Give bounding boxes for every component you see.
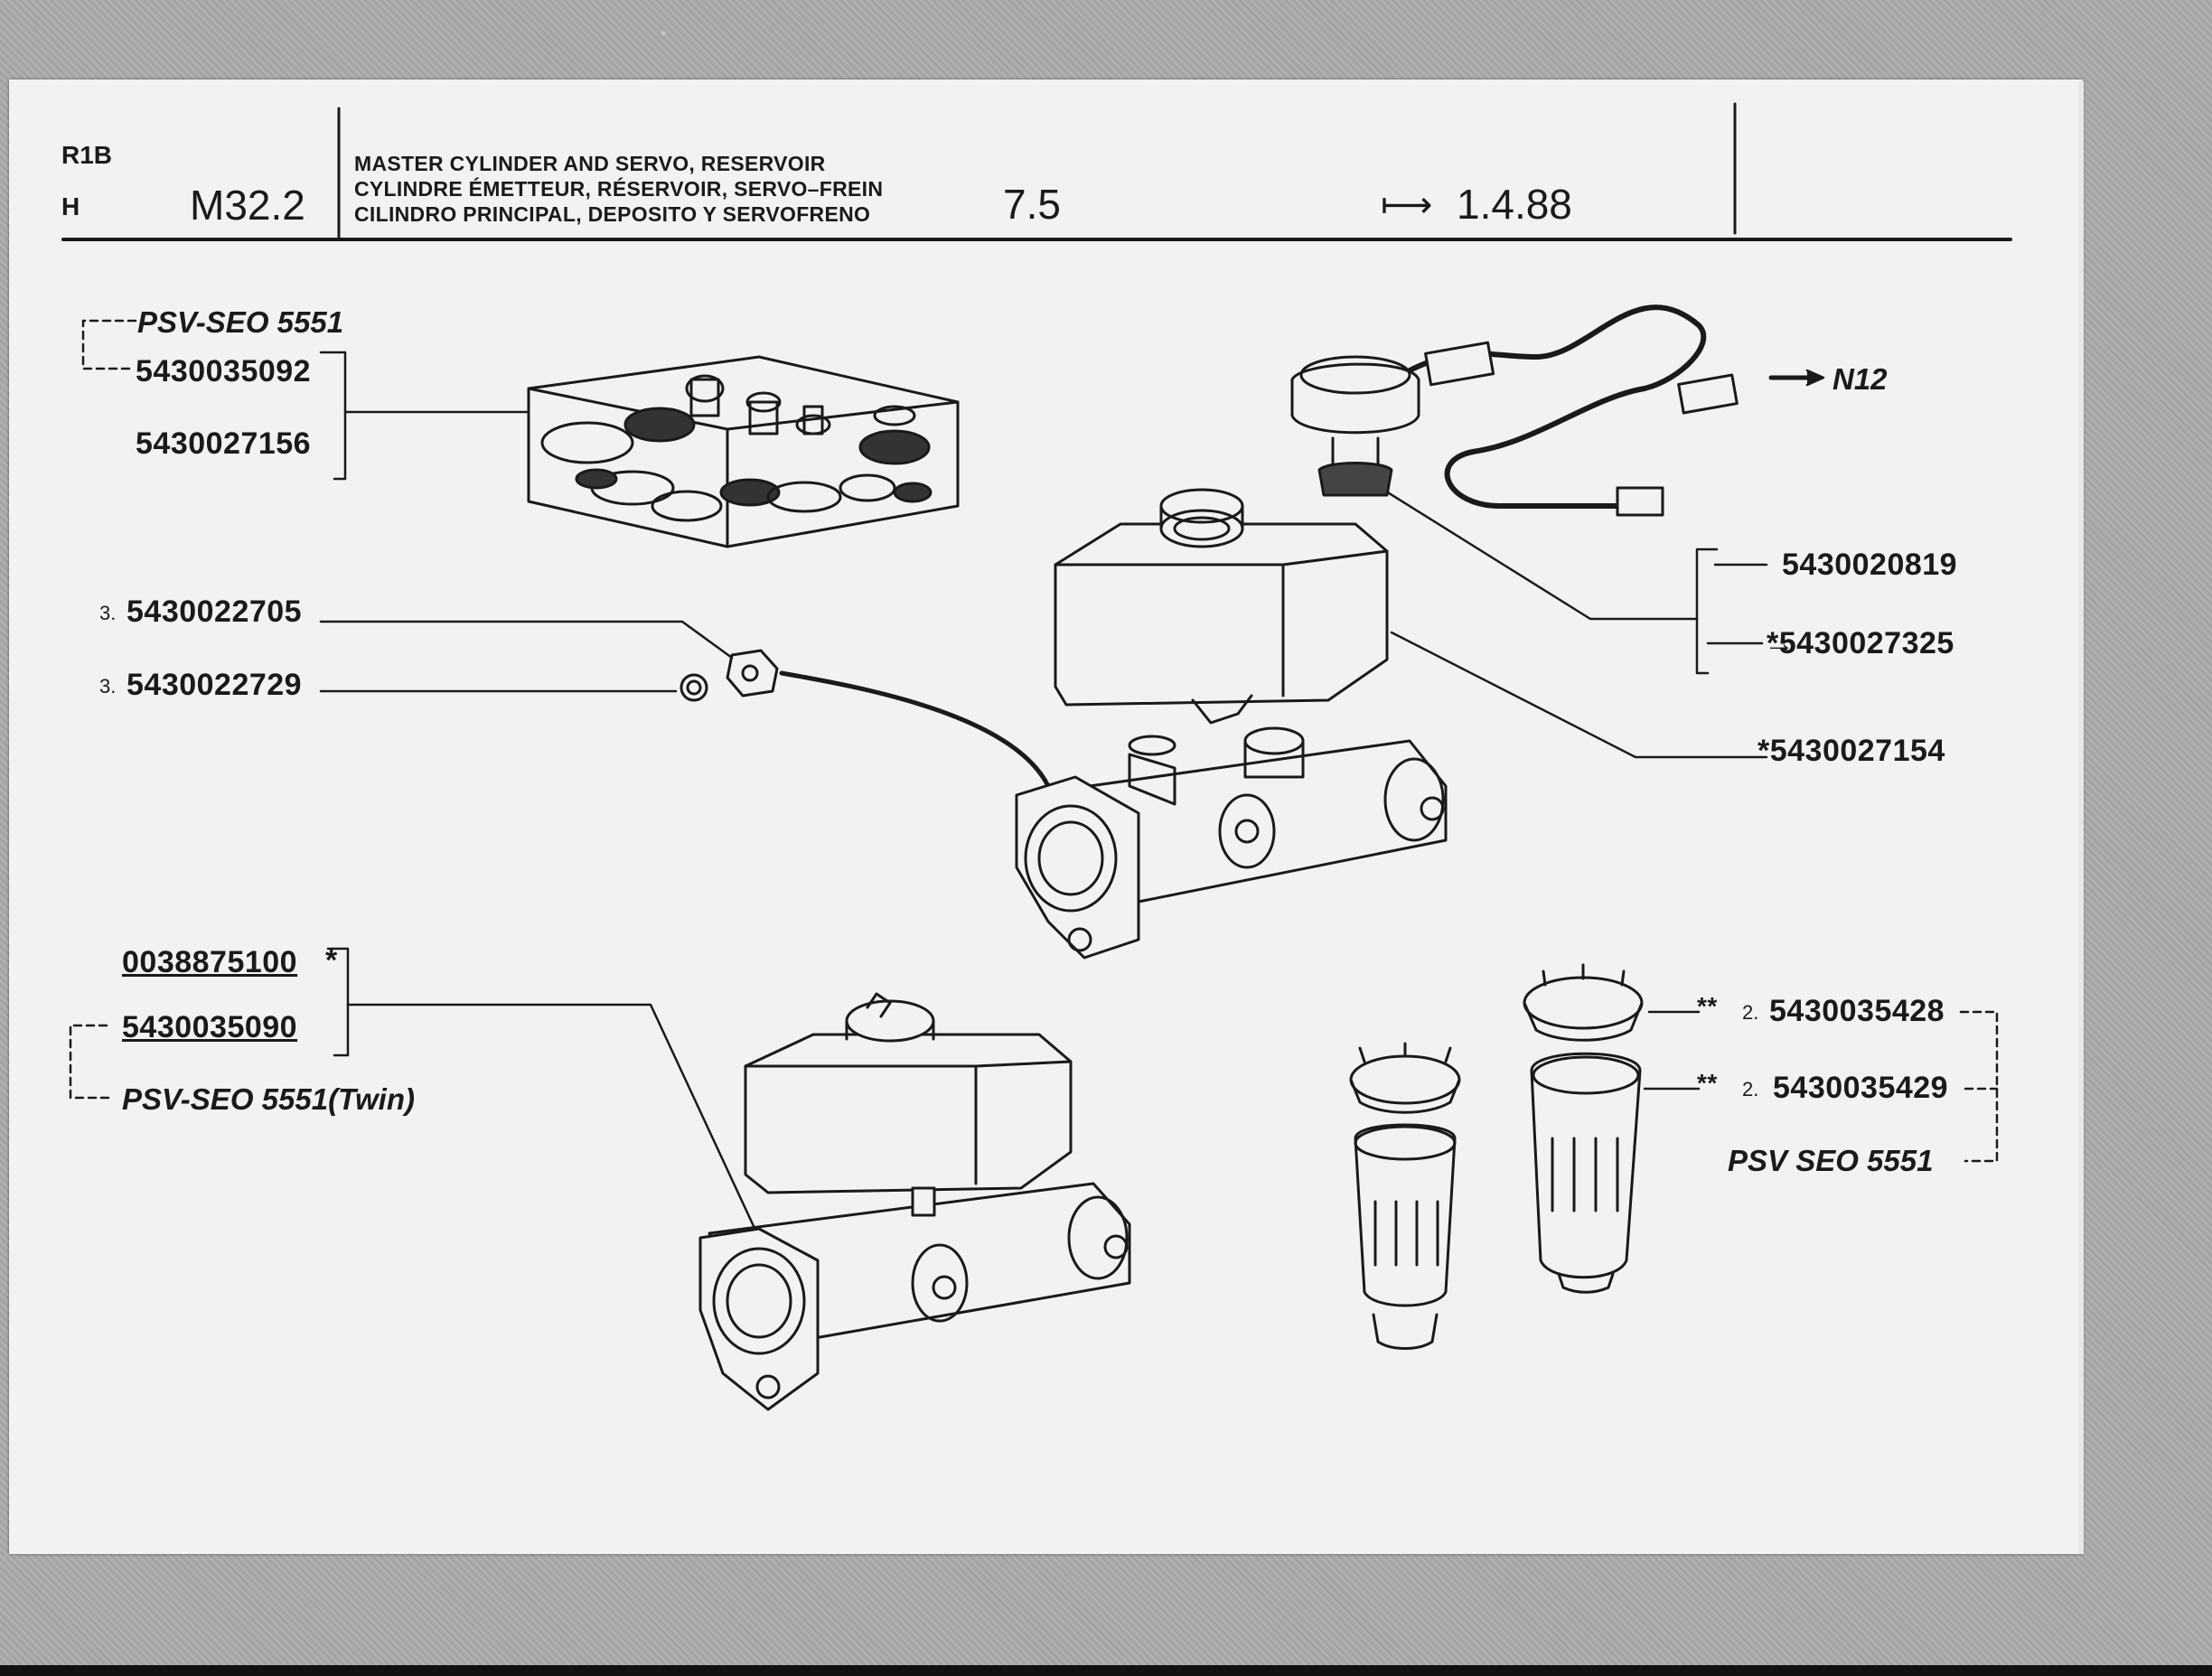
filter-kit-label: PSV SEO 5551 bbox=[1728, 1144, 1934, 1177]
cap-part-1: 5430020819 bbox=[1782, 548, 1958, 582]
scanner-edge bbox=[0, 1665, 2212, 1676]
page-ref: M32.2 bbox=[190, 182, 305, 229]
twin-master-cylinder-drawing bbox=[698, 992, 1131, 1411]
reservoir-part: *5430027154 bbox=[1757, 734, 1945, 768]
cap-part-2-arrow-icon: → bbox=[1764, 626, 1795, 660]
filter-qty-2: 2. bbox=[1742, 1078, 1759, 1100]
validity-date: 1.4.88 bbox=[1457, 181, 1572, 228]
washer-qty: 3. bbox=[99, 675, 117, 698]
kit-label: PSV-SEO 5551 bbox=[137, 305, 344, 339]
nut-and-washer-drawing bbox=[680, 649, 1051, 789]
kit-part-1: 5430035092 bbox=[136, 354, 312, 389]
twin-part-2: 5430035090 bbox=[122, 1010, 298, 1044]
header-rules bbox=[61, 102, 2012, 241]
filter-part-1: 5430035428 bbox=[1769, 994, 1945, 1028]
group-code: R1B bbox=[61, 141, 113, 169]
connector-ref: N12 bbox=[1832, 362, 1888, 396]
reservoir-cap-sensor-drawing bbox=[1290, 304, 1739, 517]
validity-arrow-icon: ⟼ bbox=[1381, 185, 1433, 225]
group-sub: H bbox=[61, 192, 80, 220]
twin-part-1: 0038875100 bbox=[122, 945, 298, 979]
page-edge bbox=[2078, 81, 2084, 1554]
kit-part-2: 5430027156 bbox=[136, 426, 312, 461]
leader-lines bbox=[69, 319, 1999, 1240]
seal-kit-drawing bbox=[527, 355, 960, 548]
section-number: 7.5 bbox=[1003, 181, 1061, 228]
title-fr: CYLINDRE ÉMETTEUR, RÉSERVOIR, SERVO–FREI… bbox=[354, 177, 884, 201]
cap-part-2: *5430027325 bbox=[1767, 626, 1954, 660]
washer-part: 5430022729 bbox=[127, 668, 303, 702]
filter-drawings bbox=[1349, 963, 1644, 1350]
filter-mark-1: ** bbox=[1697, 992, 1718, 1020]
master-cylinder-drawing bbox=[1015, 488, 1448, 960]
filter-part-2: 5430035429 bbox=[1773, 1071, 1949, 1105]
nut-part: 5430022705 bbox=[127, 595, 303, 629]
title-en: MASTER CYLINDER AND SERVO, RESERVOIR bbox=[354, 152, 826, 175]
twin-star: * bbox=[325, 943, 338, 978]
title-es: CILINDRO PRINCIPAL, DEPOSITO Y SERVOFREN… bbox=[354, 202, 871, 226]
nut-qty: 3. bbox=[99, 602, 117, 624]
twin-kit-label: PSV-SEO 5551(Twin) bbox=[122, 1082, 415, 1116]
filter-qty-1: 2. bbox=[1742, 1001, 1759, 1024]
filter-mark-2: ** bbox=[1697, 1069, 1718, 1097]
